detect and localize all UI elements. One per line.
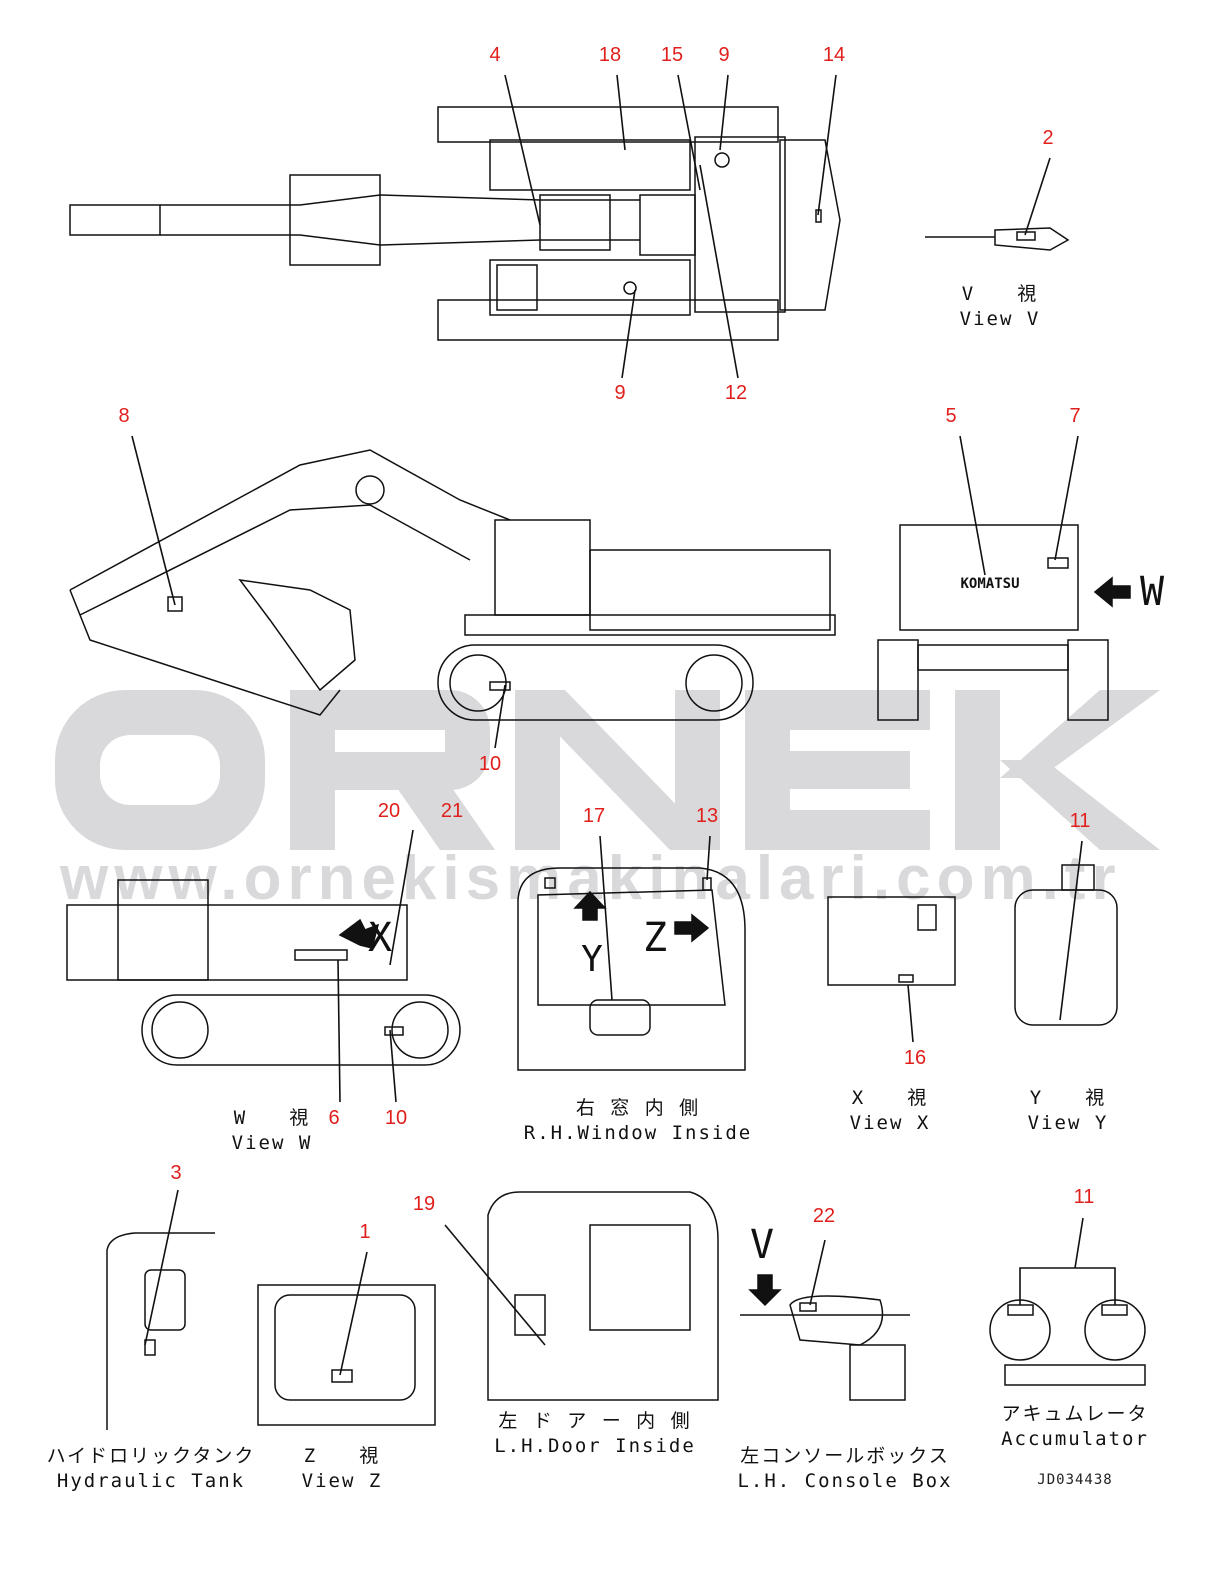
callout: 6 [328,1107,340,1129]
callout: 11 [1073,1186,1095,1208]
watermark-letter-o [55,690,265,850]
rh-window-drawing [517,867,746,1071]
arrow-label-v: V [749,1222,775,1268]
callout: 10 [384,1107,408,1129]
nameplate: KOMATSU [960,576,1020,592]
lh-console-drawing [740,1274,910,1401]
watermark-letter-r [290,690,495,850]
callout: 1 [359,1221,371,1243]
callout: 4 [489,44,501,66]
view-y-plate [1014,864,1118,1026]
callout: 3 [170,1162,182,1184]
callout: 10 [478,753,502,775]
view-z-drawing [257,1284,436,1426]
callout: 17 [582,805,606,827]
callout: 11 [1069,810,1091,832]
callout: 12 [724,382,748,404]
accumulator-drawing [989,1299,1146,1386]
arrow-label-y: Y [581,939,603,980]
callout: 16 [903,1047,927,1069]
callout: 22 [812,1205,836,1227]
rear-view [877,524,1131,721]
hydraulic-tank-drawing [106,1232,215,1430]
view-v-part [925,227,1070,251]
callout: 2 [1042,127,1054,149]
callout: 19 [412,1193,436,1215]
view-x-plate [827,896,956,986]
callout: 20 [377,800,401,822]
watermark-letter-k [955,690,1160,850]
callout: 9 [718,44,730,66]
callout: 21 [440,800,464,822]
callout: 5 [945,405,957,427]
callout: 7 [1069,405,1081,427]
callout: 15 [660,44,684,66]
arrow-label-w: W [1139,569,1165,615]
callout: 18 [598,44,622,66]
view-w-side [66,879,461,1066]
watermark-letter-e [745,690,930,850]
top-view-excavator [69,106,841,341]
side-view-excavator [69,449,836,721]
watermark-letter-n [515,690,720,850]
callout: 8 [118,405,130,427]
arrow-label-x: X [367,915,393,961]
lh-door-drawing [487,1191,719,1401]
arrow-label-z: Z [642,915,668,961]
callout: 13 [695,805,719,827]
drawing-code: JD034438 [1037,1472,1113,1488]
callout: 9 [614,382,626,404]
leader-lines [131,74,1116,1376]
callout: 14 [822,44,846,66]
